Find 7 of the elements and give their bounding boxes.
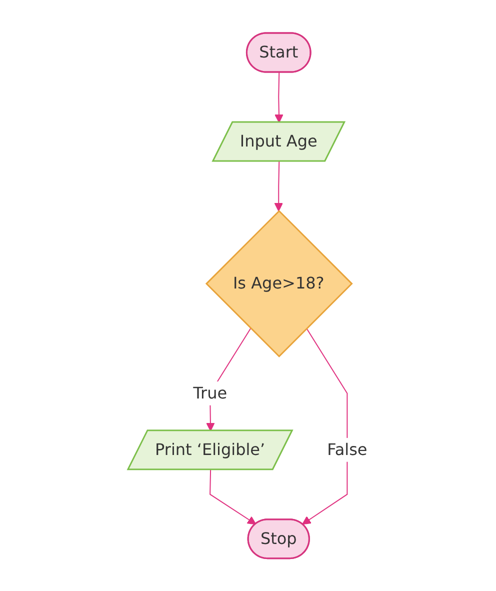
node-diamond: Is Age>18? [206,210,354,358]
arrow [274,160,284,212]
edge-label: True [193,383,228,402]
arrow [210,469,257,524]
edge-label: False [327,440,368,459]
arrow [302,328,348,524]
arrow [274,72,284,123]
